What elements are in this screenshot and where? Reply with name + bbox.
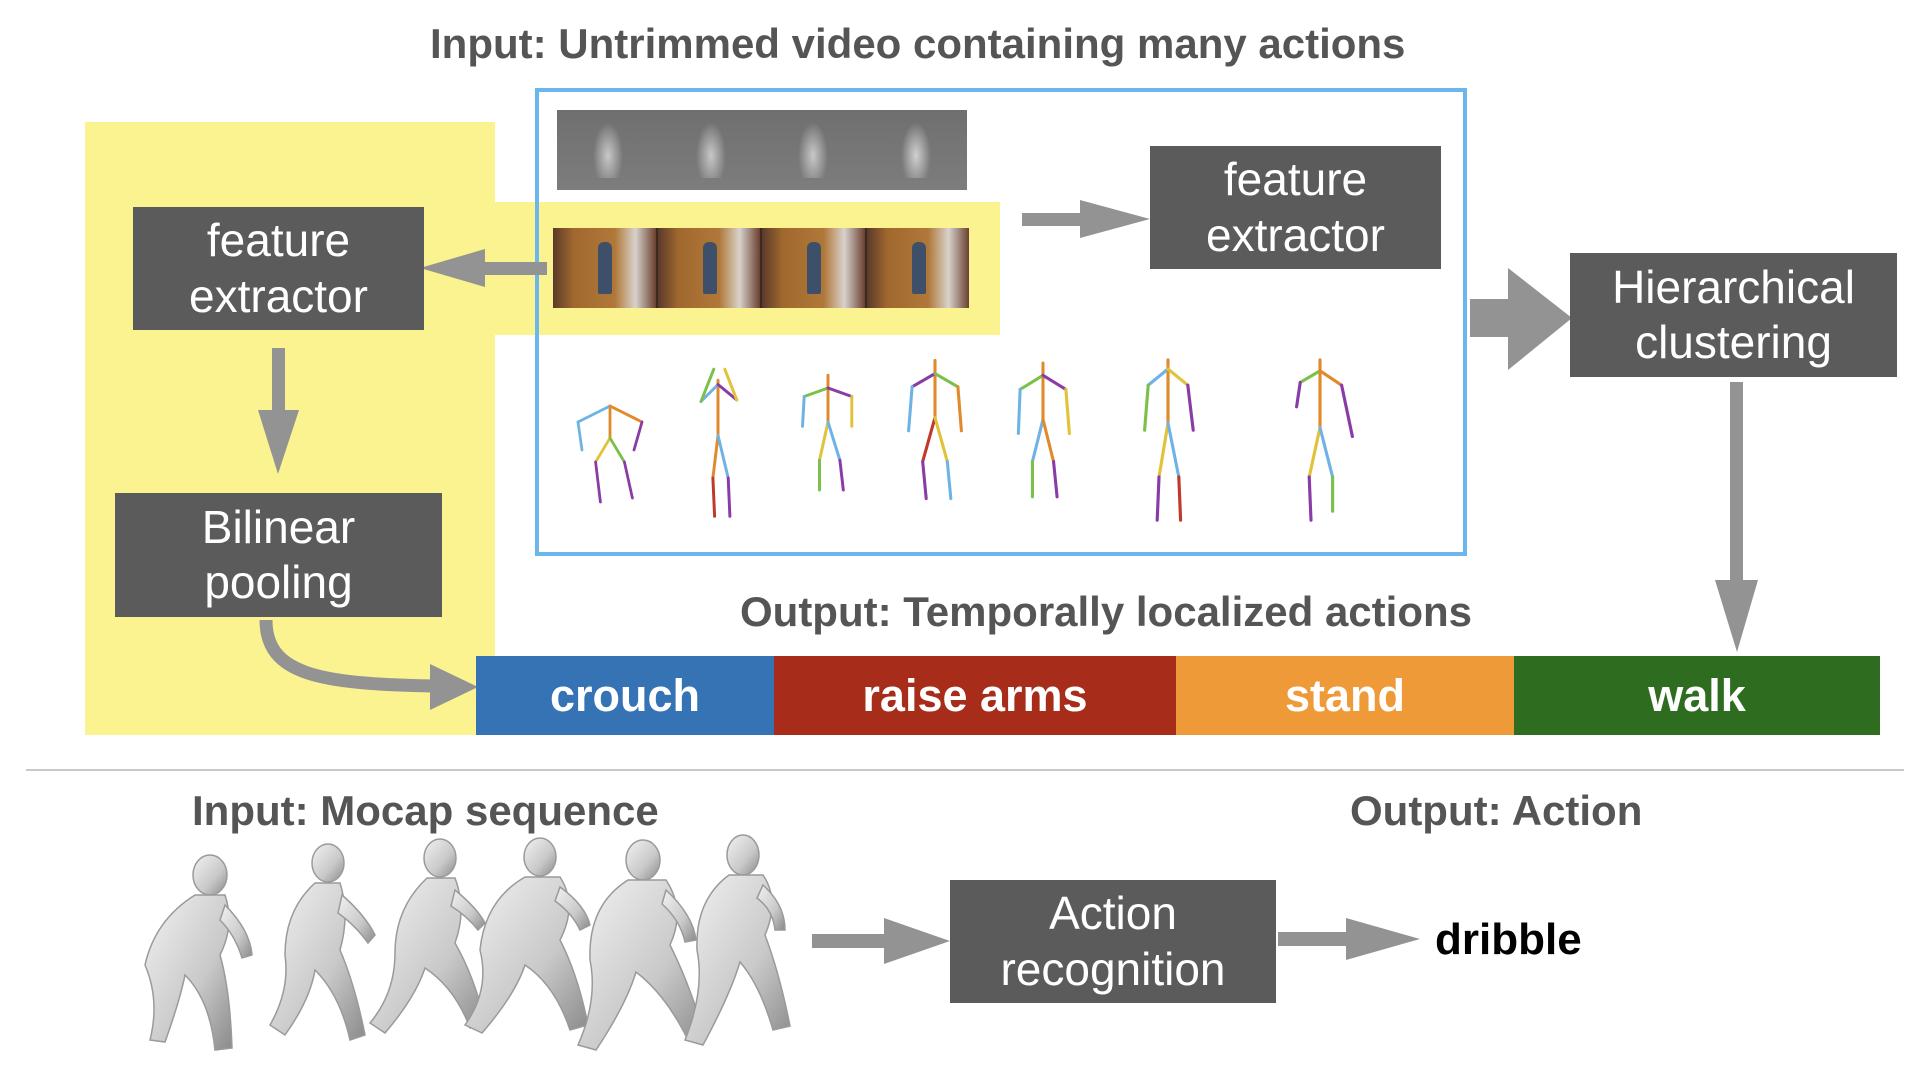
arrow-to-timeline	[259, 619, 478, 710]
hierarchical-clustering-box: Hierarchical clustering	[1570, 253, 1897, 377]
video-frame-thumbnail	[762, 228, 867, 308]
action-timeline: crouch raise arms stand walk	[476, 656, 1880, 735]
feature-extractor-right-line2: extractor	[1206, 208, 1385, 261]
output-action-title: Output: Action	[1350, 787, 1643, 834]
arrow-to-action-result	[1278, 918, 1420, 960]
action-recognition-box: Action recognition	[950, 880, 1276, 1003]
timeline-segment-label: crouch	[549, 669, 701, 721]
video-frame-thumbnail	[866, 228, 969, 308]
mocap-body-icon	[269, 843, 376, 1041]
mocap-body-icon	[683, 834, 791, 1046]
timeline-segment-stand: stand	[1176, 656, 1514, 735]
mocap-body-icon	[463, 837, 591, 1034]
input-mocap-title: Input: Mocap sequence	[192, 787, 659, 834]
timeline-segment-label: raise arms	[862, 669, 1088, 721]
feature-extractor-right-box: feature extractor	[1150, 146, 1441, 269]
skeleton-figure-icon	[699, 367, 739, 518]
arrow-to-action-recognition	[812, 918, 950, 964]
skeleton-figure-icon	[801, 373, 854, 492]
bilinear-pooling-line2: pooling	[204, 556, 353, 608]
hierarchical-clustering-line1: Hierarchical	[1612, 260, 1855, 313]
skeleton-figure-icon	[1143, 358, 1195, 522]
skeleton-figure-icon	[576, 404, 644, 504]
timeline-segment-label: stand	[1284, 669, 1405, 721]
optical-flow-frame	[900, 122, 931, 178]
video-frame-thumbnail	[657, 228, 762, 308]
arrow-to-hierarchical-clustering	[1470, 268, 1572, 370]
action-recognition-line1: Action	[1049, 887, 1177, 940]
bilinear-pooling-line1: Bilinear	[201, 500, 356, 553]
feature-extractor-left-box: feature extractor	[133, 207, 424, 330]
video-frame-thumbnail	[553, 228, 658, 308]
timeline-segment-walk: walk	[1514, 656, 1880, 735]
arrow-to-feature-extractor-right	[1022, 200, 1150, 238]
skeleton-figure-icon	[907, 358, 963, 501]
feature-extractor-left-line2: extractor	[189, 269, 368, 322]
mocap-body-icon	[576, 839, 705, 1051]
timeline-segment-raise-arms: raise arms	[774, 656, 1176, 735]
input-video-title: Input: Untrimmed video containing many a…	[430, 20, 1406, 67]
feature-extractor-right-line1: feature	[1223, 153, 1368, 206]
optical-flow-frame	[798, 122, 829, 178]
skeleton-figure-icon	[1016, 361, 1071, 499]
video-input-frame	[535, 88, 1467, 556]
rgb-frames-strip	[553, 228, 969, 308]
arrow-to-feature-extractor-left	[420, 249, 547, 287]
bilinear-pooling-box: Bilinear pooling	[115, 493, 442, 617]
optical-flow-frame	[695, 122, 726, 178]
mocap-body-icon	[144, 854, 253, 1051]
optical-flow-strip	[557, 110, 967, 190]
output-actions-title: Output: Temporally localized actions	[740, 588, 1472, 635]
hierarchical-clustering-line2: clustering	[1635, 316, 1832, 368]
action-recognition-line2: recognition	[1000, 942, 1226, 995]
timeline-segment-label: walk	[1648, 669, 1746, 721]
feature-extractor-left-line1: feature	[206, 214, 351, 267]
skeleton-figure-icon	[1295, 358, 1354, 522]
timeline-segment-crouch: crouch	[476, 656, 774, 735]
action-result-label: dribble	[1435, 915, 1582, 964]
optical-flow-frame	[593, 122, 624, 178]
arrow-to-walk-segment	[1715, 382, 1758, 652]
mocap-body-icon	[368, 838, 486, 1034]
arrow-to-bilinear-pooling	[258, 348, 299, 474]
